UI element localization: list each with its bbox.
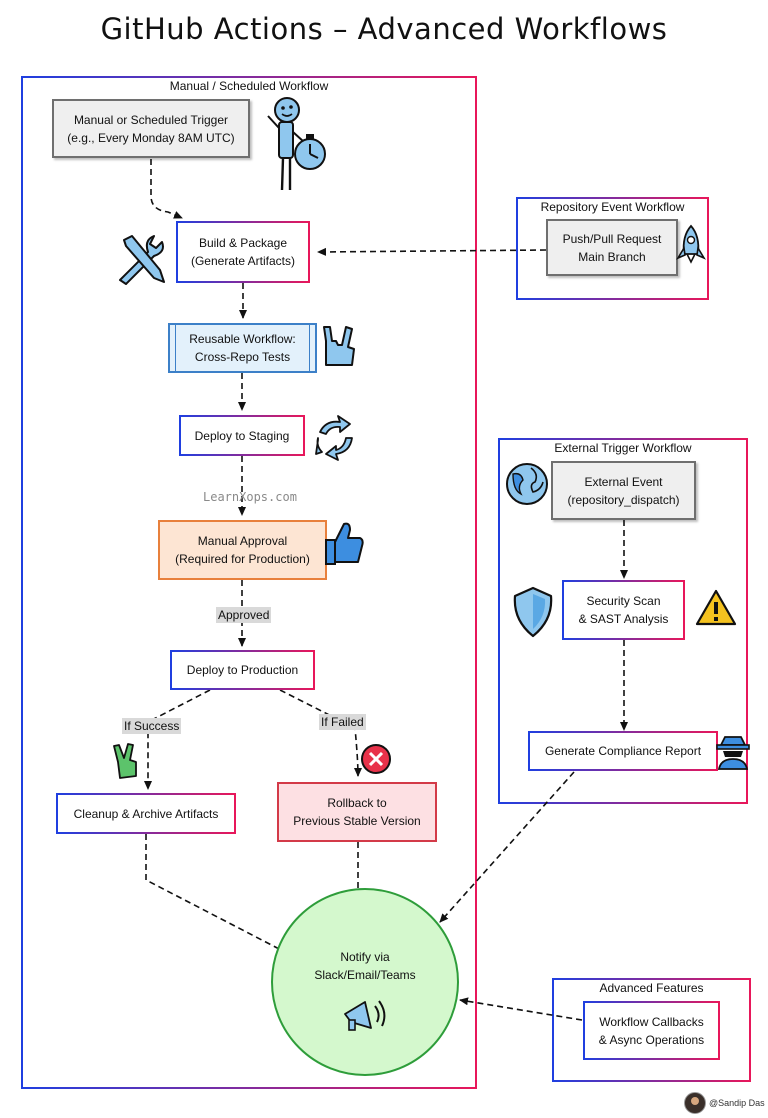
edge-cleanup-notify bbox=[145, 834, 286, 953]
shield-icon bbox=[513, 586, 553, 638]
edge-label-success: If Success bbox=[122, 718, 182, 734]
credit-text: @Sandip Das bbox=[709, 1098, 765, 1108]
node-external-event[interactable]: External Event (repository_dispatch) bbox=[551, 461, 696, 520]
tools-icon bbox=[119, 235, 165, 285]
spy-icon bbox=[716, 736, 750, 770]
thumbs-up-icon bbox=[325, 522, 364, 565]
node-trigger[interactable]: Manual or Scheduled Trigger (e.g., Every… bbox=[52, 99, 250, 158]
diagram-title: GitHub Actions – Advanced Workflows bbox=[100, 12, 668, 46]
watermark: LearnXops.com bbox=[203, 490, 297, 504]
node-approval[interactable]: Manual Approval (Required for Production… bbox=[158, 520, 327, 580]
rocket-icon bbox=[676, 224, 706, 264]
cycle-arrows-icon bbox=[315, 415, 353, 461]
edge-callbacks-notify bbox=[459, 997, 583, 1021]
group-label-external: External Trigger Workflow bbox=[554, 441, 692, 455]
node-build[interactable]: Build & Package (Generate Artifacts) bbox=[176, 221, 310, 283]
group-label-manual: Manual / Scheduled Workflow bbox=[169, 79, 329, 93]
globe-icon bbox=[506, 463, 548, 505]
node-cleanup[interactable]: Cleanup & Archive Artifacts bbox=[56, 793, 236, 834]
peace-hand-icon bbox=[113, 743, 137, 779]
edge-push-build bbox=[317, 247, 547, 256]
stick-figure-stopwatch-icon bbox=[267, 97, 326, 191]
node-security[interactable]: Security Scan & SAST Analysis bbox=[562, 580, 685, 640]
edge-trigger-build bbox=[150, 159, 183, 219]
node-production[interactable]: Deploy to Production bbox=[170, 650, 315, 690]
avatar bbox=[684, 1092, 706, 1114]
edge-production-rollback bbox=[279, 689, 362, 777]
notify-label: Notify via Slack/Email/Teams bbox=[314, 950, 416, 982]
group-label-advanced: Advanced Features bbox=[599, 981, 704, 995]
group-label-repo: Repository Event Workflow bbox=[540, 200, 685, 214]
error-x-icon bbox=[361, 744, 391, 774]
edge-production-cleanup bbox=[144, 689, 211, 790]
node-callbacks[interactable]: Workflow Callbacks & Async Operations bbox=[583, 1001, 720, 1060]
edge-label-approved: Approved bbox=[216, 607, 272, 623]
warning-icon bbox=[695, 589, 737, 626]
rock-hand-icon bbox=[323, 326, 355, 366]
credit: @Sandip Das bbox=[684, 1092, 765, 1114]
node-push[interactable]: Push/Pull Request Main Branch bbox=[546, 219, 678, 276]
megaphone-icon bbox=[344, 1000, 386, 1031]
node-reusable[interactable]: Reusable Workflow: Cross-Repo Tests bbox=[168, 323, 317, 373]
node-rollback[interactable]: Rollback to Previous Stable Version bbox=[277, 782, 437, 842]
node-staging[interactable]: Deploy to Staging bbox=[179, 415, 305, 456]
node-compliance[interactable]: Generate Compliance Report bbox=[528, 731, 718, 771]
edge-compliance-notify bbox=[439, 771, 575, 923]
node-notify[interactable]: Notify via Slack/Email/Teams bbox=[271, 888, 459, 1076]
edge-label-failed: If Failed bbox=[319, 714, 366, 730]
